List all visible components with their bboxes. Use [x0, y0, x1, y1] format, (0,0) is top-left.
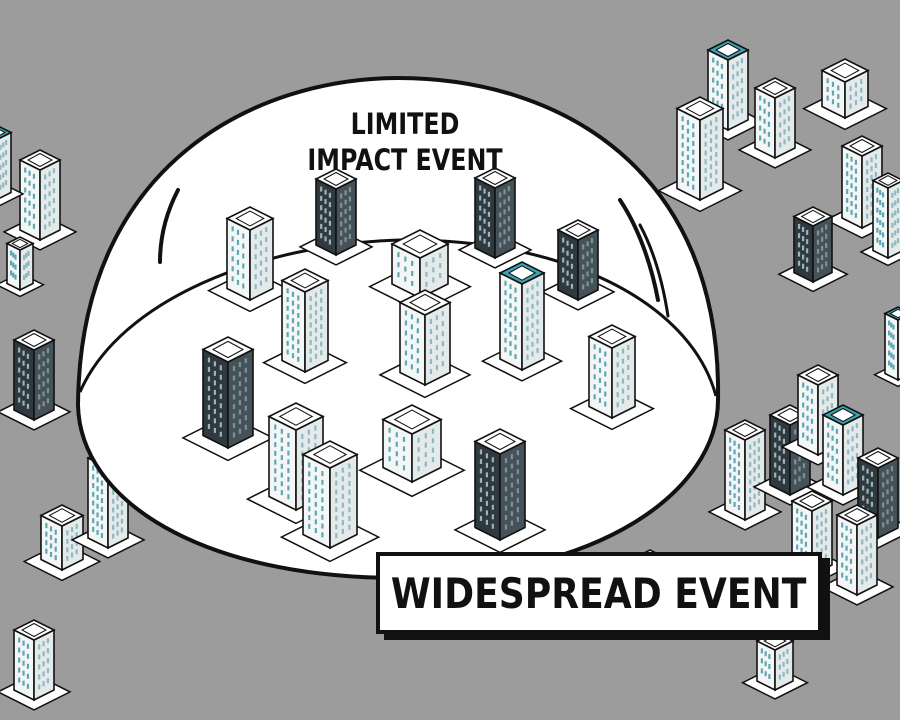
office-building-icon: [540, 219, 616, 311]
office-building-icon: [0, 126, 25, 207]
office-building-icon: [805, 404, 881, 506]
office-building-icon: [740, 631, 810, 700]
office-building-icon: [453, 428, 547, 554]
office-building-icon: [2, 149, 78, 251]
dome-label-line1: LIMITED: [350, 107, 460, 141]
office-building-icon: [206, 206, 294, 313]
widespread-event-callout: WIDESPREAD EVENT: [376, 552, 822, 634]
office-building-icon: [801, 58, 889, 131]
office-building-icon: [0, 619, 72, 711]
office-building-icon: [656, 96, 744, 213]
office-building-icon: [0, 236, 46, 298]
dome-label-line2: IMPACT EVENT: [307, 143, 503, 177]
office-building-icon: [568, 324, 656, 431]
outside-buildings: [0, 39, 900, 711]
limited-impact-event-label: LIMITED IMPACT EVENT: [303, 106, 508, 178]
office-building-icon: [358, 404, 466, 498]
office-building-icon: [279, 440, 381, 563]
office-building-icon: [181, 336, 275, 462]
office-building-icon: [840, 447, 900, 549]
office-building-icon: [737, 77, 813, 169]
office-building-icon: [859, 172, 900, 267]
office-building-icon: [378, 289, 472, 399]
office-building-icon: [819, 504, 895, 606]
office-building-icon: [707, 419, 783, 531]
office-building-icon: [480, 261, 564, 382]
office-building-icon: [261, 268, 349, 385]
office-building-icon: [0, 329, 72, 431]
office-building-icon: [872, 306, 900, 388]
office-building-icon: [22, 504, 102, 582]
widespread-event-label: WIDESPREAD EVENT: [391, 568, 807, 618]
inside-buildings: [181, 167, 656, 563]
office-building-icon: [298, 168, 374, 266]
office-building-icon: [457, 167, 533, 269]
office-building-icon: [777, 206, 849, 293]
